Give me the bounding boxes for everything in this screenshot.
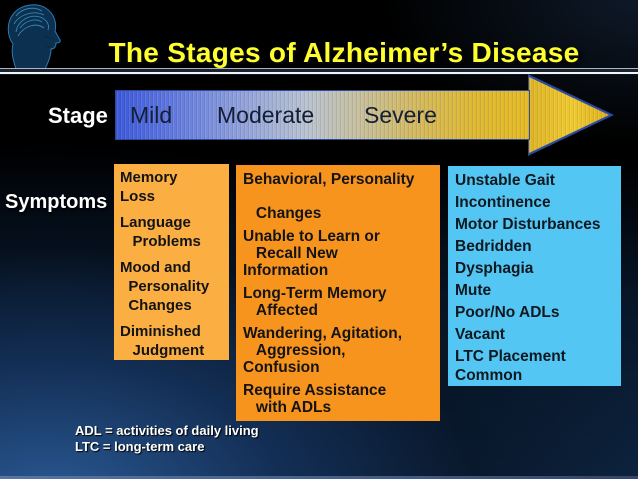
symptom-line xyxy=(243,188,438,205)
symptom-item: Language Problems xyxy=(120,213,227,251)
symptom-line: Information xyxy=(243,262,329,279)
symptom-line: Unable to Learn or xyxy=(243,228,380,245)
brain-head-icon xyxy=(7,4,61,70)
symptom-line: Changes xyxy=(120,297,192,314)
symptom-line: Confusion xyxy=(243,359,320,376)
symptom-line: Problems xyxy=(120,233,201,250)
slide-title: The Stages of Alzheimer’s Disease xyxy=(108,37,580,68)
symptom-line: Common xyxy=(455,367,523,384)
symptom-line: Loss xyxy=(120,188,156,205)
symptom-item: Require Assistance with ADLs xyxy=(243,382,438,416)
symptom-line: Unstable Gait xyxy=(455,172,555,189)
symptom-line: Require Assistance xyxy=(243,382,387,399)
symptoms-label: Symptoms xyxy=(5,191,108,213)
symptom-item: Bedridden xyxy=(455,237,619,256)
symptom-line: Recall New xyxy=(243,245,338,262)
symptom-line: LTC Placement xyxy=(455,348,566,365)
symptom-line: Diminished xyxy=(120,323,201,340)
footnote-ltc: LTC = long-term care xyxy=(75,439,205,454)
symptom-item: Behavioral, Personality Changes xyxy=(243,171,438,222)
symptom-line: Motor Disturbances xyxy=(455,216,601,233)
stage-mild-label: Mild xyxy=(130,102,173,128)
symptom-line: Poor/No ADLs xyxy=(455,304,560,321)
symptom-item: Incontinence xyxy=(455,193,619,212)
stage-moderate-label: Moderate xyxy=(217,102,315,128)
symptom-item: Mood and Personality Changes xyxy=(120,258,227,315)
stages-arrow-head xyxy=(528,74,614,156)
symptom-item: Dysphagia xyxy=(455,259,619,278)
symptom-line: with ADLs xyxy=(243,399,332,416)
symptom-line: Bedridden xyxy=(455,238,532,255)
footnotes: ADL = activities of daily living LTC = l… xyxy=(75,423,259,455)
stages-arrow-body: Mild Moderate Severe xyxy=(115,90,530,140)
symptom-line: Dysphagia xyxy=(455,260,534,277)
symptom-line: Incontinence xyxy=(455,194,551,211)
symptom-item: Long-Term Memory Affected xyxy=(243,285,438,319)
stages-arrow: Mild Moderate Severe xyxy=(115,74,615,156)
symptom-item: Wandering, Agitation, Aggression,Confusi… xyxy=(243,325,438,376)
symptom-line: Long-Term Memory xyxy=(243,285,387,302)
symptom-line: Behavioral, Personality xyxy=(243,171,415,188)
symptom-item: Vacant xyxy=(455,325,619,344)
symptom-line: Language xyxy=(120,214,191,231)
symptom-line: Mood and xyxy=(120,259,191,276)
symptom-line: Personality xyxy=(120,278,210,295)
slide-bottom-edge xyxy=(0,476,638,479)
stages-arrow-head-fill xyxy=(529,77,609,153)
title-divider xyxy=(0,68,638,75)
symptom-line: Mute xyxy=(455,282,492,299)
symptom-line: Affected xyxy=(243,302,318,319)
symptom-item: Poor/No ADLs xyxy=(455,303,619,322)
footnote-adl: ADL = activities of daily living xyxy=(75,423,259,438)
symptom-item: Mute xyxy=(455,281,619,300)
stage-severe-label: Severe xyxy=(364,102,437,128)
symptom-item: Diminished Judgment xyxy=(120,322,227,360)
symptom-line: Changes xyxy=(243,205,322,222)
symptom-item: Unstable Gait xyxy=(455,171,619,190)
symptom-line: Wandering, Agitation, xyxy=(243,325,403,342)
symptom-line: Aggression, xyxy=(243,342,346,359)
symptom-line: Memory xyxy=(120,169,178,186)
symptom-line: Judgment xyxy=(120,342,205,359)
stage-label: Stage xyxy=(48,103,108,128)
symptom-line: Vacant xyxy=(455,326,505,343)
symptom-item: Motor Disturbances xyxy=(455,215,619,234)
